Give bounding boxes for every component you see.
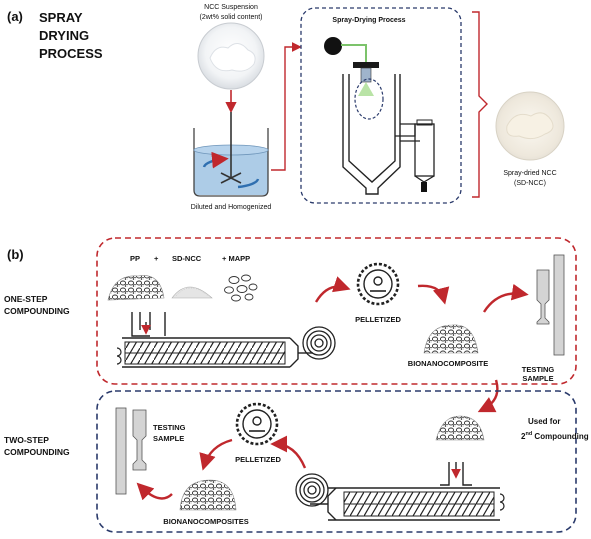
one-step-label-line-1: ONE-STEP	[4, 294, 48, 304]
panel-a-title-line-3: PROCESS	[39, 46, 103, 61]
second-compounding-label: 2nd Compounding	[521, 431, 589, 441]
arrow-to-bionano-2	[199, 438, 233, 471]
panel-a-title-line-1: SPRAY	[39, 10, 83, 25]
product-label-line-1: Spray-dried NCC	[503, 170, 556, 177]
bionanocomposite-label-1: BIONANOCOMPOSITE	[408, 359, 488, 368]
sd-ncc-powder-pile-icon	[171, 286, 213, 299]
arrow-to-pelletizer-1	[314, 276, 351, 303]
one-step-label-line-2: COMPOUNDING	[4, 306, 70, 316]
process-connector	[271, 42, 302, 171]
arrow-to-testing-1	[482, 283, 529, 313]
arrow-to-testing-2	[136, 482, 173, 501]
spray-dryer-icon	[324, 37, 435, 195]
ncc-suspension-image	[197, 22, 265, 90]
beaker-icon	[193, 112, 269, 197]
two-step-box	[96, 390, 577, 533]
panel-b-letter: (b)	[7, 247, 24, 262]
homogenized-label: Diluted and Homogenized	[191, 204, 272, 211]
testing-label-2-line-1: TESTING	[153, 423, 186, 432]
one-step-box	[96, 237, 577, 385]
panel-a-title-line-2: DRYING	[39, 28, 89, 43]
pelletizer-2-icon	[235, 402, 279, 446]
two-step-label-line-2: COMPOUNDING	[4, 447, 70, 457]
used-pellets-icon	[435, 415, 485, 441]
testing-label-2-line-2: SAMPLE	[153, 434, 184, 443]
arrow-to-pelletizer-2	[270, 435, 307, 469]
pelletized-label-1: PELLETIZED	[355, 315, 401, 324]
ingredient-pp: PP	[130, 254, 140, 263]
filament-coil-1-icon	[302, 326, 336, 360]
extruder-2-icon	[310, 462, 505, 521]
arrow-to-bionano-1	[417, 284, 450, 305]
two-step-label-line-1: TWO-STEP	[4, 435, 49, 445]
filament-coil-2-icon	[295, 473, 329, 507]
used-for-label: Used for	[528, 417, 560, 426]
testing-label-1-line-2: SAMPLE	[522, 374, 553, 383]
ingredient-plus: +	[154, 254, 159, 263]
suspension-label-line-2: (2wt% solid content)	[199, 14, 262, 21]
panel-a-letter: (a)	[7, 9, 23, 24]
extruder-1-icon	[116, 312, 313, 368]
sd-ncc-powder-image	[495, 91, 565, 161]
arrow-to-two-step	[477, 379, 499, 413]
testing-sample-1-icon	[536, 254, 565, 356]
testing-label-1-line-1: TESTING	[522, 365, 555, 374]
ingredient-sd-ncc: SD-NCC	[172, 254, 202, 263]
pp-pellets-icon	[107, 275, 165, 301]
bionanocomposite-pellets-1-icon	[423, 324, 479, 354]
output-bracket	[472, 11, 488, 198]
ingredient-mapp: + MAPP	[222, 254, 250, 263]
pelletized-label-2: PELLETIZED	[235, 455, 281, 464]
product-label-line-2: (SD-NCC)	[514, 180, 546, 187]
bionanocomposite-label-2: BIONANOCOMPOSITES	[163, 517, 248, 526]
mapp-pellets-icon	[224, 274, 258, 302]
spray-drying-box	[300, 7, 462, 204]
testing-sample-2-icon	[115, 407, 147, 495]
process-label: Spray-Drying Process	[332, 17, 405, 24]
suspension-label-line-1: NCC Suspension	[204, 4, 258, 11]
pelletizer-1-icon	[356, 262, 400, 306]
bionanocomposite-pellets-2-icon	[179, 479, 237, 511]
